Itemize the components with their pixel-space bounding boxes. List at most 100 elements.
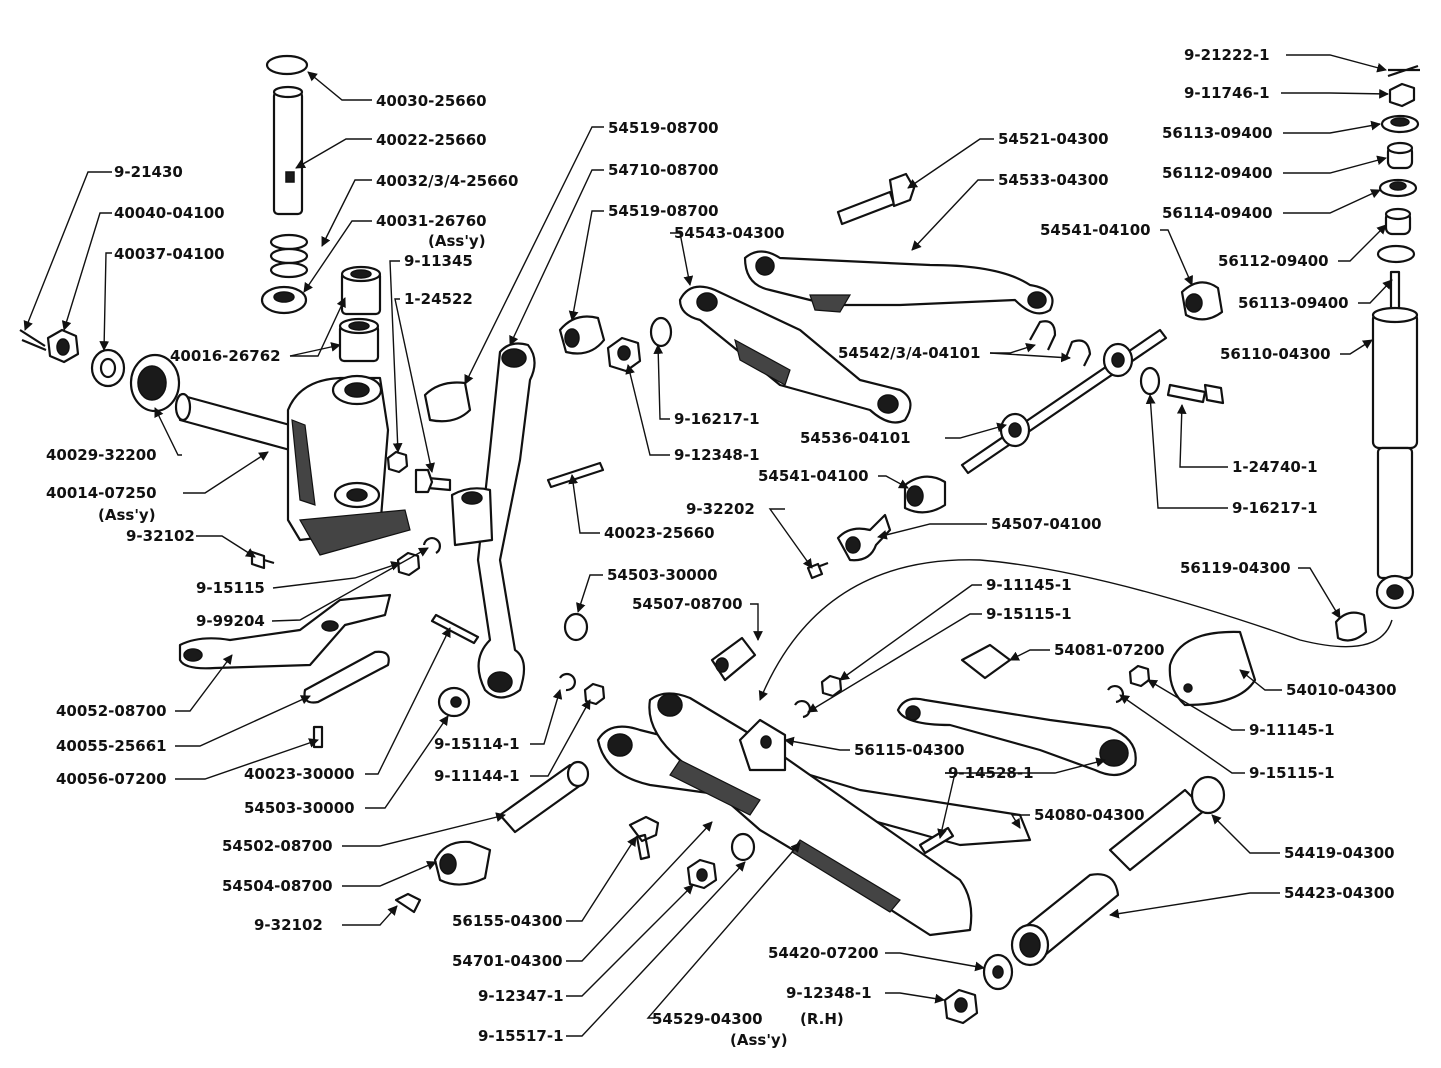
label-40037-04100: 40037-04100 xyxy=(114,245,225,263)
washer-9-15517 xyxy=(730,832,756,862)
lower-control-arm-54529 xyxy=(596,692,1032,937)
label-1-24522: 1-24522 xyxy=(404,290,473,308)
label-40016-26762: 40016-26762 xyxy=(170,347,281,365)
label-54543-04300: 54543-04300 xyxy=(674,224,785,242)
label-40040-04100: 40040-04100 xyxy=(114,204,225,222)
label-54502-08700: 54502-08700 xyxy=(222,837,333,855)
label-9-15115-1-b: 9-15115-1 xyxy=(1249,764,1335,782)
label-54541-04100-b: 54541-04100 xyxy=(758,467,869,485)
label-54529-04300: 54529-04300 xyxy=(652,1010,763,1028)
bushing-54010 xyxy=(1168,630,1257,707)
grease-fitting-lower xyxy=(394,892,422,914)
label-40031-26760: 40031-26760 xyxy=(376,212,487,230)
cotter-pin-9-21222 xyxy=(1387,64,1420,78)
label-9-11145-1-a: 9-11145-1 xyxy=(986,576,1072,594)
label-40056-07200: 40056-07200 xyxy=(56,770,167,788)
bushing-54519-left xyxy=(423,381,472,423)
label-56113-09400-a: 56113-09400 xyxy=(1162,124,1273,142)
label-54503-30000-b: 54503-30000 xyxy=(244,799,355,817)
label-rh: (R.H) xyxy=(800,1010,844,1028)
label-9-14528-1: 9-14528-1 xyxy=(948,764,1034,782)
label-54519-08700-b: 54519-08700 xyxy=(608,202,719,220)
shim-1 xyxy=(269,233,309,251)
label-54710-08700: 54710-08700 xyxy=(608,161,719,179)
label-54080-04300: 54080-04300 xyxy=(1034,806,1145,824)
parts-artwork xyxy=(19,54,1420,1025)
nut-9-11746 xyxy=(1388,82,1416,108)
shim-3 xyxy=(269,261,309,279)
label-54081-07200: 54081-07200 xyxy=(1054,641,1165,659)
label-40014-07250: 40014-07250 xyxy=(46,484,157,502)
label-54521-04300: 54521-04300 xyxy=(998,130,1109,148)
label-1-24740-1: 1-24740-1 xyxy=(1232,458,1318,476)
shim-2 xyxy=(269,247,309,265)
label-9-12348-1-a: 9-12348-1 xyxy=(674,446,760,464)
label-40052-08700: 40052-08700 xyxy=(56,702,167,720)
label-9-15517-1: 9-15517-1 xyxy=(478,1027,564,1045)
label-56115-04300: 56115-04300 xyxy=(854,741,965,759)
clip-9-15114 xyxy=(559,672,576,692)
label-54541-04100-a: 54541-04100 xyxy=(1040,221,1151,239)
label-40022-25660: 40022-25660 xyxy=(376,131,487,149)
clip-9-15115-a xyxy=(794,700,811,719)
label-54533-04300: 54533-04300 xyxy=(998,171,1109,189)
label-assy-2: (Ass'y) xyxy=(98,506,156,524)
label-54423-04300: 54423-04300 xyxy=(1284,884,1395,902)
label-40023-25660: 40023-25660 xyxy=(604,524,715,542)
label-54507-08700: 54507-08700 xyxy=(632,595,743,613)
label-assy-1: (Ass'y) xyxy=(428,232,486,250)
nut-9-11144 xyxy=(583,682,606,706)
pin-40023-30000 xyxy=(430,613,480,645)
cotter-pin-9-21430 xyxy=(19,329,47,352)
lockwasher-9-16217-right xyxy=(1139,366,1161,396)
bushing-56119 xyxy=(1334,611,1368,642)
bolt-56155 xyxy=(628,815,660,861)
bolt-54521 xyxy=(836,190,896,226)
pin-40023-25660 xyxy=(546,461,605,489)
label-40029-32200: 40029-32200 xyxy=(46,446,157,464)
label-9-16217-1-b: 9-16217-1 xyxy=(1232,499,1318,517)
shaft-54536 xyxy=(960,328,1168,475)
label-54701-04300: 54701-04300 xyxy=(452,952,563,970)
label-9-11345: 9-11345 xyxy=(404,252,473,270)
nut-9-11345 xyxy=(386,450,409,474)
clip-54542-b xyxy=(1063,339,1092,367)
label-56112-09400-a: 56112-09400 xyxy=(1162,164,1273,182)
nut-9-11145-a xyxy=(820,674,843,698)
washer-56113-bottom xyxy=(1376,244,1416,264)
label-56112-09400-b: 56112-09400 xyxy=(1218,252,1329,270)
label-54536-04101: 54536-04101 xyxy=(800,429,911,447)
label-56110-04300: 56110-04300 xyxy=(1220,345,1331,363)
label-9-12348-1-b: 9-12348-1 xyxy=(786,984,872,1002)
shock-absorber-56110 xyxy=(1371,270,1419,610)
bolt-1-24740 xyxy=(1166,383,1207,404)
king-pin-cap xyxy=(265,54,309,76)
label-9-32202: 9-32202 xyxy=(686,500,755,518)
label-9-11145-1-b: 9-11145-1 xyxy=(1249,721,1335,739)
label-54507-04100: 54507-04100 xyxy=(991,515,1102,533)
label-40032-25660: 40032/3/4-25660 xyxy=(376,172,518,190)
label-9-21222-1: 9-21222-1 xyxy=(1184,46,1270,64)
label-9-15114-1: 9-15114-1 xyxy=(434,735,520,753)
part-number-labels: 9-21430 40040-04100 40037-04100 40030-25… xyxy=(46,46,1397,1049)
label-assy-3: (Ass'y) xyxy=(730,1031,788,1049)
steering-arm-40052 xyxy=(178,593,392,670)
label-9-99204: 9-99204 xyxy=(196,612,265,630)
leader-lines xyxy=(23,54,1393,1037)
fitting-54081 xyxy=(960,643,1012,680)
label-9-15115: 9-15115 xyxy=(196,579,265,597)
fitting-54507-04100 xyxy=(836,513,892,562)
clip-9-15115-b xyxy=(1107,685,1124,704)
steering-knuckle xyxy=(174,374,411,556)
lock-plate-40055 xyxy=(303,650,390,704)
label-56113-09400-b: 56113-09400 xyxy=(1238,294,1349,312)
steering-support-54710 xyxy=(476,342,536,699)
label-40030-25660: 40030-25660 xyxy=(376,92,487,110)
label-54419-04300: 54419-04300 xyxy=(1284,844,1395,862)
grease-fitting-upper xyxy=(250,550,275,570)
label-9-32102-upper: 9-32102 xyxy=(126,527,195,545)
label-9-12347-1: 9-12347-1 xyxy=(478,987,564,1005)
label-54420-07200: 54420-07200 xyxy=(768,944,879,962)
label-40023-30000: 40023-30000 xyxy=(244,765,355,783)
